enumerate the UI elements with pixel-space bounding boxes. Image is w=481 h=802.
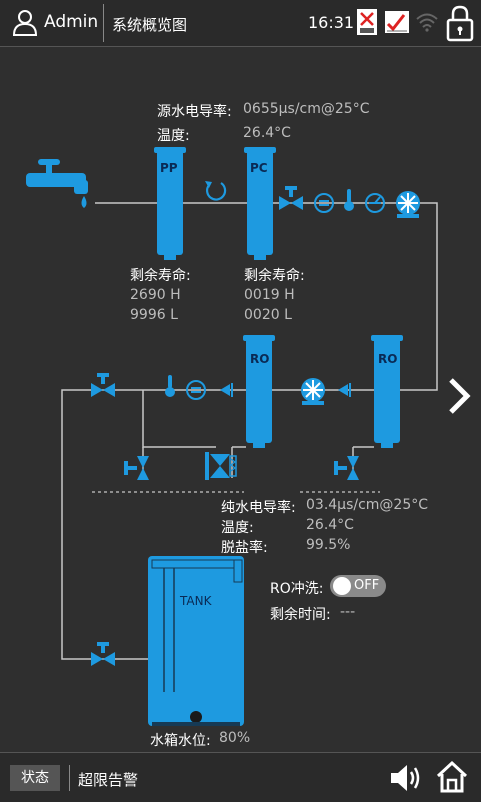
alarm-message: 超限告警 <box>78 771 139 789</box>
ro-membrane-2[interactable] <box>371 335 403 448</box>
speaker-icon[interactable] <box>388 761 424 795</box>
pc-life-label: 剩余寿命: <box>244 268 305 284</box>
remaining-time-value: --- <box>340 604 356 620</box>
pp-life-label: 剩余寿命: <box>130 268 191 284</box>
pp-filter-label: PP <box>160 161 178 175</box>
refresh-icon <box>205 181 227 201</box>
pc-filter-label: PC <box>250 161 268 175</box>
user-icon[interactable] <box>12 9 38 37</box>
check-valve-2-icon <box>220 383 233 397</box>
flow-meter-2-icon <box>186 380 206 400</box>
user-name[interactable]: Admin <box>44 12 99 32</box>
thermometer-2-icon <box>165 375 175 397</box>
rejection-label: 脱盐率: <box>221 540 268 556</box>
tank-valve-icon[interactable] <box>91 642 115 666</box>
source-temp-label: 温度: <box>157 128 190 144</box>
pc-filter[interactable] <box>244 147 276 260</box>
thermometer-icon <box>344 189 354 211</box>
toggle-state-label: OFF <box>354 578 380 593</box>
pure-conductivity-label: 纯水电导率: <box>221 500 296 516</box>
tank-level-label: 水箱水位: <box>150 733 211 749</box>
page-title: 系统概览图 <box>112 16 188 34</box>
toggle-knob <box>333 577 351 595</box>
water-tank <box>148 556 244 726</box>
pp-life-liters: 9996 L <box>130 307 178 323</box>
booster-pump-icon[interactable] <box>396 191 420 218</box>
sd-card-error-icon <box>357 9 377 35</box>
home-icon[interactable] <box>435 759 469 795</box>
remaining-time-label: 剩余时间: <box>270 607 331 623</box>
lock-icon[interactable] <box>446 4 474 42</box>
pure-temp-label: 温度: <box>221 520 254 536</box>
flush-valve-icon[interactable] <box>205 452 237 480</box>
clock: 16:31 <box>308 13 355 32</box>
ro-flush-toggle[interactable]: OFF <box>330 575 386 597</box>
footer-divider <box>69 765 70 791</box>
pc-life-liters: 0020 L <box>244 307 292 323</box>
source-conductivity-value: 0655µs/cm@25°C <box>243 101 370 117</box>
pressure-switch-icon <box>365 193 385 213</box>
tank-level-value: 80% <box>219 730 251 746</box>
check-valve-icon <box>338 383 351 397</box>
pure-conductivity-value: 03.4µs/cm@25°C <box>306 497 429 513</box>
source-temp-value: 26.4°C <box>243 125 291 141</box>
header-divider <box>103 4 104 42</box>
product-valve-icon[interactable] <box>91 373 115 397</box>
ro-flush-label: RO冲洗: <box>270 581 324 597</box>
tap-icon <box>26 159 88 208</box>
source-conductivity-label: 源水电导率: <box>157 104 232 120</box>
pp-life-hours: 2690 H <box>130 287 181 303</box>
top-bar: Admin 系统概览图 16:31 <box>0 0 481 47</box>
circulation-pump-icon[interactable] <box>301 378 325 405</box>
bottom-bar: 状态 超限告警 <box>0 752 481 802</box>
next-page-arrow-icon[interactable] <box>446 376 472 416</box>
wifi-icon <box>416 13 438 32</box>
inlet-valve-icon[interactable] <box>279 186 303 210</box>
rejection-value: 99.5% <box>306 537 351 553</box>
status-button[interactable]: 状态 <box>10 765 60 791</box>
flow-meter-icon <box>314 193 334 213</box>
drain-valve-2-icon[interactable] <box>334 456 359 480</box>
chart-check-icon <box>385 11 409 33</box>
pure-temp-value: 26.4°C <box>306 517 354 533</box>
pp-filter[interactable] <box>154 147 186 260</box>
pc-life-hours: 0019 H <box>244 287 295 303</box>
ro2-label: RO <box>378 352 398 366</box>
ro1-label: RO <box>250 352 270 366</box>
tank-label: TANK <box>180 594 212 608</box>
drain-valve-1-icon[interactable] <box>124 456 149 480</box>
ro-membrane-1[interactable] <box>243 335 275 448</box>
